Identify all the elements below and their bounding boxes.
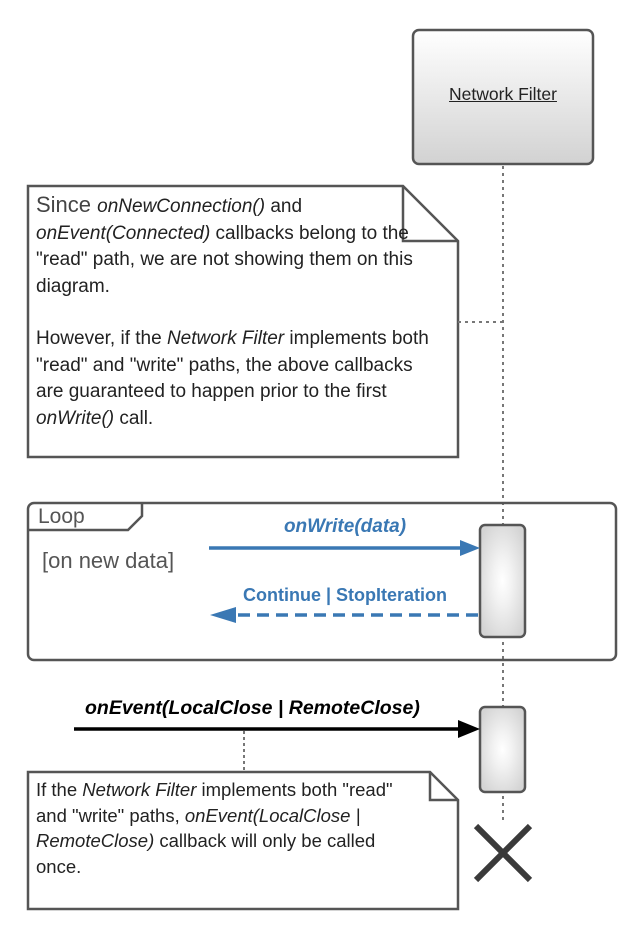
- return-arrowhead: [210, 607, 236, 623]
- loop-title-tab: [28, 503, 144, 532]
- note-bottom-fold: [428, 772, 458, 802]
- participant-box[interactable]: [411, 28, 595, 166]
- destroy-x-icon: [473, 823, 533, 883]
- note-top-p1-run-3: onEvent(Connected): [36, 222, 211, 244]
- loop-title: Loop: [38, 505, 85, 528]
- note-top-p2-run-2: implements both "read" and "write" paths…: [36, 328, 429, 402]
- note-bottom-p1-run-3: onEvent(LocalClose | RemoteClose): [36, 804, 361, 852]
- note-bottom-shape: [26, 770, 460, 911]
- onwrite-arrowhead: [460, 540, 480, 556]
- note-top-p2-run-3: onWrite(): [36, 407, 115, 429]
- event-label: onEvent(LocalClose | RemoteClose): [85, 697, 420, 719]
- note-top-p2-run-0: However, if the: [36, 328, 167, 349]
- note-top-p1-run-4: callbacks belong to the "read" path, we …: [36, 222, 413, 297]
- note-top-paragraph-2: However, if the Network Filter implement…: [36, 326, 444, 432]
- note-top-p2-run-1: Network Filter: [166, 328, 285, 349]
- note-bottom-paragraph-1: If the Network Filter implements both "r…: [36, 777, 411, 879]
- note-top-paragraph-1: Since onNewConnection() and onEvent(Conn…: [36, 192, 444, 300]
- event-arrowhead: [458, 720, 480, 738]
- return-label: Continue | StopIteration: [242, 585, 448, 605]
- participant-name: Network Filter: [413, 84, 593, 105]
- note-top-shape: [26, 184, 460, 459]
- onwrite-label: onWrite(data): [283, 516, 407, 537]
- note-top-p1-run-1: onNewConnection(): [97, 196, 266, 217]
- note-top-text: Since onNewConnection() and onEvent(Conn…: [36, 192, 444, 432]
- note-bottom-p1-run-2: implements both "read" and "write" paths…: [36, 779, 393, 826]
- participant-name-text: Network Filter: [449, 84, 557, 104]
- activation-bar-loop: [478, 523, 527, 639]
- note-bottom-p1-run-0: If the: [36, 779, 83, 800]
- note-bottom-text: If the Network Filter implements both "r…: [36, 777, 411, 879]
- loop-frame: [26, 501, 618, 662]
- activation-bar-event: [478, 705, 527, 794]
- note-bottom-p1-run-4: callback will only be called once.: [36, 830, 376, 877]
- note-top-p2-run-4: call.: [114, 407, 154, 429]
- note-top-fold: [401, 186, 458, 243]
- loop-guard: [on new data]: [42, 548, 175, 573]
- note-bottom-p1-run-1: Network Filter: [82, 779, 197, 800]
- note-top-p1-run-0: Since: [36, 192, 98, 217]
- note-top-p1-run-2: and: [265, 196, 303, 217]
